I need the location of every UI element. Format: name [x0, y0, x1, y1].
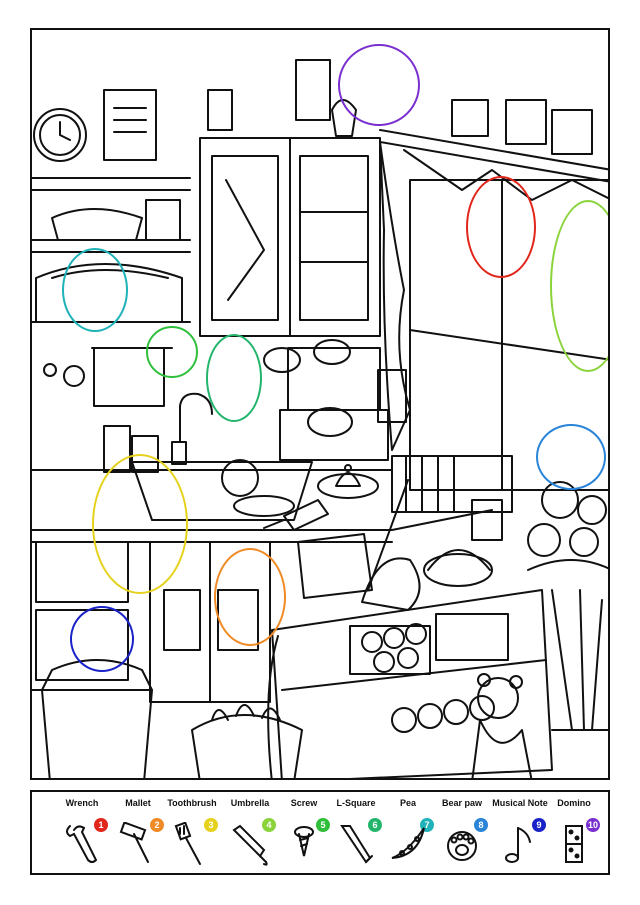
legend-label: Domino [557, 798, 591, 808]
legend-label: Umbrella [230, 798, 270, 808]
legend-number-badge: 2 [150, 818, 164, 832]
legend-number-badge: 4 [262, 818, 276, 832]
legend-item-pea[interactable]: Pea 7 [376, 798, 440, 874]
pea-icon [391, 827, 425, 859]
legend-item-l-square[interactable]: L-Square 6 [324, 798, 388, 874]
legend-number-badge: 10 [586, 818, 600, 832]
legend-number-badge: 5 [316, 818, 330, 832]
legend-item-domino[interactable]: Domino 10 [542, 798, 606, 874]
musical-note-icon [505, 827, 531, 863]
found-ring-domino [338, 44, 420, 126]
legend-item-musical-note[interactable]: Musical Note 9 [488, 798, 552, 874]
l-square-icon [340, 825, 373, 864]
legend-label: Screw [290, 798, 318, 808]
legend-label: L-Square [336, 798, 376, 808]
found-ring-musical-note [70, 606, 134, 672]
domino-icon [565, 825, 583, 863]
legend-number-badge: 8 [474, 818, 488, 832]
found-ring-mallet [214, 548, 286, 646]
kitchen-line-art [32, 59, 608, 778]
umbrella-icon [232, 824, 268, 866]
legend-number-badge: 3 [204, 818, 218, 832]
legend-label: Toothbrush [167, 798, 217, 808]
legend-item-screw[interactable]: Screw 5 [272, 798, 336, 874]
toothbrush-icon [174, 822, 201, 865]
mallet-icon [119, 822, 149, 863]
screw-icon [294, 826, 314, 857]
legend-number-badge: 9 [532, 818, 546, 832]
legend-label: Mallet [125, 798, 151, 808]
legend-item-wrench[interactable]: Wrench 1 [50, 798, 114, 874]
legend-item-umbrella[interactable]: Umbrella 4 [218, 798, 282, 874]
legend-label: Bear paw [441, 798, 483, 808]
legend-label: Pea [399, 798, 416, 808]
found-ring-l-square [206, 334, 262, 422]
legend-label: Wrench [65, 798, 99, 808]
found-ring-wrench [466, 176, 536, 278]
found-ring-toothbrush [92, 454, 188, 594]
legend-label: Musical Note [492, 798, 548, 808]
legend-number-badge: 1 [94, 818, 108, 832]
legend-number-badge: 6 [368, 818, 382, 832]
bear-paw-icon [447, 831, 477, 861]
found-ring-pea [62, 248, 128, 332]
found-ring-screw [146, 326, 198, 378]
kitchen-scene [30, 28, 610, 780]
hidden-objects-legend: Wrench 1 Mallet 2 Toothbrush 3 Umbrella … [30, 790, 610, 875]
wrench-icon [66, 825, 98, 863]
legend-item-toothbrush[interactable]: Toothbrush 3 [160, 798, 224, 874]
legend-item-mallet[interactable]: Mallet 2 [106, 798, 170, 874]
found-ring-bear-paw [536, 424, 606, 490]
legend-item-bear-paw[interactable]: Bear paw 8 [430, 798, 494, 874]
